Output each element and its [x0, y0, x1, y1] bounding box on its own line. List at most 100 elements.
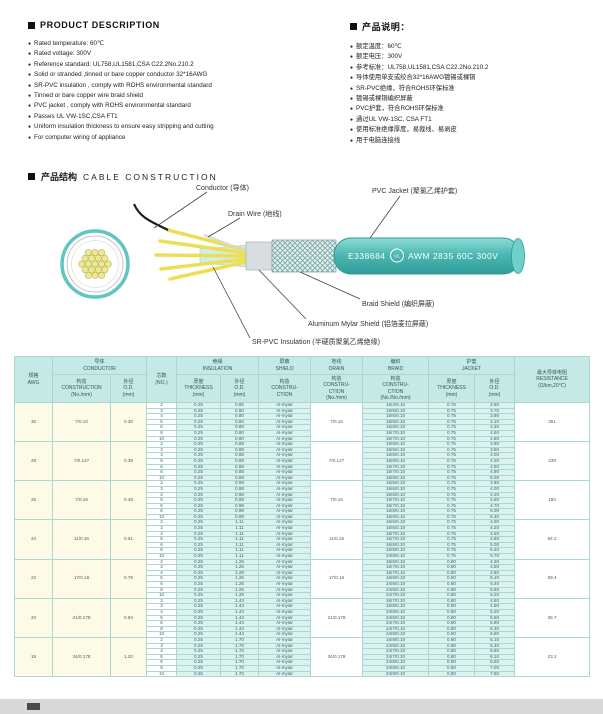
- cell-insulation-od: 0.98: [220, 480, 260, 487]
- braid-layer: [271, 239, 337, 273]
- cell-insulation-od: 0.80: [220, 402, 260, 409]
- bullet-text: 镀锡或裸铜编织屏蔽: [356, 95, 413, 103]
- cell-jacket-od: 3.70: [474, 407, 516, 415]
- footer-bar: [0, 699, 603, 714]
- cell-shield: Al-mylar: [258, 485, 312, 493]
- bullet-text: 参考标准：UL758,UL1581,CSA C22.2No.210.2: [356, 63, 489, 71]
- cell-jacket-od: 4.50: [474, 463, 516, 471]
- cell-insulation-od: 0.80: [220, 413, 260, 420]
- cell-shield: Al-mylar: [258, 491, 312, 499]
- cell-insulation-thickness: 0.25: [176, 670, 222, 678]
- cell-resistance: 94.2: [514, 519, 591, 560]
- bullet-item: ●参考标准：UL758,UL1581,CSA C22.2No.210.2: [350, 63, 595, 73]
- cell-shield: Al-mylar: [258, 407, 312, 415]
- cell-conductor-construction: 11/0.16: [52, 519, 111, 560]
- header-braid-construction: 构造 CONSTRU- CTION (No./No./mm): [362, 374, 430, 403]
- bullet-item: ●SR-PVC insulation , comply with ROHS en…: [28, 81, 350, 91]
- cell-jacket-od: 4.20: [474, 457, 516, 465]
- cell-awg: 24: [14, 519, 53, 560]
- cell-conductor-od: 1.20: [109, 636, 148, 678]
- bullet-text: 额定温度：60℃: [356, 43, 402, 50]
- cell-jacket-od: 4.30: [474, 424, 516, 431]
- jacket-label: PVC Jacket (聚氯乙烯护套): [372, 186, 457, 195]
- product-notes-title: 产品说明：: [362, 22, 411, 32]
- header-resistance: 最大导体电阻 RESISTANCE (Ω/km,20℃): [514, 356, 591, 403]
- jacket-layer: E338684 UL AWM 2835 60C 300V: [333, 237, 525, 275]
- cell-jacket-od: 4.50: [474, 497, 516, 504]
- cell-jacket-od: 4.10: [474, 418, 516, 426]
- cell-awg: 20: [14, 597, 53, 638]
- cell-shield: Al-mylar: [258, 452, 312, 459]
- bullet-icon: ●: [28, 72, 32, 79]
- cell-drain: 21/0.178: [310, 597, 364, 638]
- spec-table: 规格 AWG 导体 CONDUCTOR 芯数 (NO.) 绝缘 INSULATI…: [14, 356, 591, 678]
- cell-cores: 10: [146, 670, 178, 678]
- cell-insulation-od: 0.88: [220, 474, 260, 482]
- bullet-icon: ●: [350, 106, 354, 113]
- jacket-leader-line: [369, 195, 401, 239]
- cell-jacket-od: 4.80: [474, 435, 516, 443]
- bullet-icon: ●: [350, 127, 354, 134]
- cell-insulation-od: 0.80: [220, 418, 260, 426]
- bullet-icon: ●: [28, 41, 32, 47]
- header-insulation-od: 外径 O.D. (mm): [220, 374, 260, 403]
- product-description-header: PRODUCT DESCRIPTION: [28, 20, 350, 30]
- cable-construction-diagram: E338684 UL AWM 2835 60C 300V Conductor (…: [60, 183, 525, 346]
- header-insulation-thickness: 厚度 THICKNESS (mm): [176, 374, 222, 403]
- braid-label: Braid Shield (编织屏蔽): [362, 299, 434, 308]
- cell-insulation-od: 0.88: [220, 469, 260, 476]
- bullet-text: Solid or stranded ,tinned or bare copper…: [34, 71, 208, 79]
- header-conductor-construction: 构造 CONSTRUCTION (No./mm): [52, 374, 111, 403]
- cell-insulation-od: 0.80: [220, 435, 260, 443]
- header-braid: 编织 BRAID: [362, 356, 430, 375]
- drain-wire: [203, 233, 247, 253]
- cell-conductor-od: 0.94: [109, 597, 148, 638]
- cell-awg: 22: [14, 558, 53, 599]
- bullet-text: Passes UL VW-1SC,CSA FT1: [34, 112, 118, 120]
- cell-insulation-od: 0.98: [220, 491, 260, 499]
- square-bullet-icon: [28, 21, 35, 29]
- header-awg: 规格 AWG: [14, 356, 53, 403]
- cell-jacket-od: 4.00: [474, 485, 516, 493]
- cell-jacket-od: 5.00: [474, 474, 516, 482]
- cell-jacket-thickness: 0.80: [428, 670, 476, 678]
- cell-resistance: 239: [514, 441, 591, 482]
- cell-insulation-od: 1.70: [220, 670, 260, 678]
- header-drain: 地线 DRAIN: [310, 356, 364, 375]
- cell-shield: Al-mylar: [258, 469, 312, 476]
- drain-leader-line: [207, 217, 241, 238]
- cell-insulation-od: 0.98: [220, 502, 260, 510]
- braid-leader-line: [299, 271, 361, 300]
- cell-shield: Al-mylar: [258, 474, 312, 482]
- cross-section-cores: [78, 249, 112, 279]
- bullet-icon: ●: [350, 137, 354, 144]
- cell-awg: 30: [14, 401, 53, 443]
- bullet-item: ●通过UL VW-1SC, CSA FT1: [350, 115, 595, 125]
- bullet-text: Reference standard: UL758,UL1581,CSA C22…: [34, 60, 194, 68]
- cell-jacket-od: 4.20: [474, 491, 516, 499]
- bullet-item: ●Rated voltage: 300V: [28, 49, 350, 59]
- cell-insulation-od: 0.80: [220, 430, 260, 437]
- header-jacket-thickness: 厚度 THICKNESS (mm): [428, 374, 476, 403]
- bullet-icon: ●: [28, 124, 32, 131]
- bullet-text: Rated temperature: 60℃: [34, 40, 105, 47]
- cell-insulation-od: 0.98: [220, 485, 260, 493]
- cell-jacket-od: 4.80: [474, 469, 516, 476]
- bullet-icon: ●: [350, 54, 354, 61]
- header-insulation: 绝缘 INSULATION: [176, 356, 260, 375]
- cell-jacket-od: 3.50: [474, 402, 516, 409]
- cell-conductor-construction: 34/0.178: [52, 636, 111, 678]
